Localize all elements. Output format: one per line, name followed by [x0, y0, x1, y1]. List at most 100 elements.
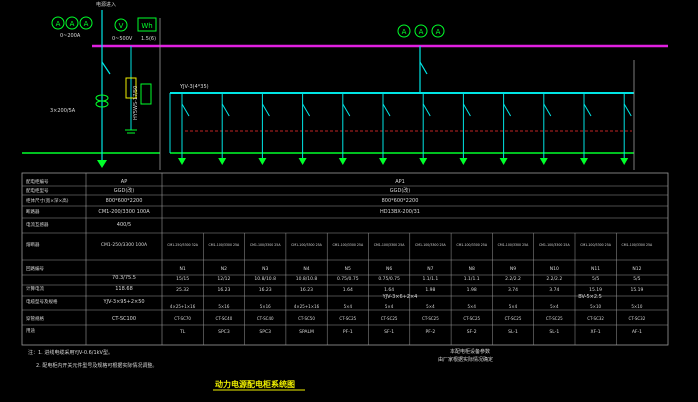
ammeter-3: [79, 16, 93, 30]
feeder-circuit: [379, 93, 391, 165]
cell-current: 1.98: [425, 287, 435, 293]
right-note-2: 由厂家根据实际情况确定: [438, 356, 493, 363]
cell-circuit: N5: [345, 266, 351, 272]
feeder-arrow: [620, 158, 629, 165]
feeder-circuit: [419, 93, 431, 165]
table-grid: [22, 185, 668, 345]
cell-cable: 5×16: [260, 304, 271, 309]
feeder-circuits: [178, 93, 632, 165]
label-cable: 电缆型号及规格: [26, 298, 58, 305]
feeder-breaker: [181, 103, 190, 117]
cell-cable: 5×16: [218, 304, 229, 309]
cell-fuse: CM1-100/3300 25A: [498, 243, 529, 247]
cell-cable: 4×25+1×16: [294, 304, 320, 309]
cell-circuit: N9: [510, 266, 516, 272]
cell-usage: PF-1: [343, 329, 353, 335]
incoming-switch: [101, 61, 111, 75]
feeder-arrow: [338, 158, 347, 165]
feeder-arrow: [298, 158, 307, 165]
cell-fuse: CM1-100/3300 25A: [250, 243, 281, 247]
arrester-box: [125, 77, 137, 99]
main-power: 70.3/75.5: [112, 275, 136, 281]
cell-power: 0.75/0.75: [378, 276, 400, 282]
feeder-circuit: [499, 93, 512, 165]
cell-usage: PF-2: [426, 329, 436, 335]
voltmeter-range: 0~500V: [112, 36, 133, 42]
surge-box: [140, 83, 152, 105]
table-branch-cells: CM1-250/3300 32AN115/1525.324×25+1×16CT-…: [167, 243, 653, 335]
cell-conduit: CT-SC25: [381, 316, 398, 321]
feeder-arrow: [580, 158, 588, 165]
cell-current: 15.19: [589, 287, 602, 293]
cell-current: 16.23: [217, 287, 230, 293]
feeder-breaker: [543, 103, 552, 117]
branch-ammeter-3-label: A: [436, 28, 441, 36]
feeder-breaker: [221, 103, 230, 117]
cell-circuit: N10: [550, 266, 559, 272]
label-conduit: 穿管规格: [26, 315, 44, 322]
feeder-arrow: [258, 158, 267, 165]
main-fuse: CM1-250/3300 100A: [101, 242, 148, 248]
cell-cable: 5×4: [509, 304, 518, 309]
cell-fuse: CM1-100/3300 25A: [332, 243, 363, 247]
cell-cable: 5×4: [426, 304, 435, 309]
cell-circuit: N3: [262, 266, 268, 272]
cell-conduit: CT-SC25: [546, 316, 563, 321]
feeder-arrow: [459, 158, 468, 165]
feeder-circuit: [298, 93, 311, 165]
label-usage: 用途: [26, 327, 35, 334]
cell-current: 15.19: [630, 287, 643, 293]
cell-conduit: CT-SC25: [463, 316, 480, 321]
cell-cable: 5×10: [631, 304, 642, 309]
cell-fuse: CM1-100/3300 25A: [622, 243, 653, 247]
label-circuit-no: 回路编号: [26, 265, 44, 272]
branch-ammeter-1-label: A: [402, 28, 407, 36]
arrester-label: HY5WS-17/50: [133, 86, 139, 120]
cell-current: 25.32: [176, 287, 189, 293]
cell-fuse: CM1-100/3300 25A: [374, 243, 405, 247]
branch-ammeter-2: [414, 24, 428, 38]
feeder-circuit: [620, 93, 632, 165]
cell-power: 1.1/1.1: [464, 276, 480, 282]
cell-usage: SF-1: [384, 329, 394, 335]
cell-power: 5/5: [592, 276, 599, 282]
cell-power: 1.1/1.1: [422, 276, 438, 282]
kwh-meter-label: Wh: [141, 22, 152, 30]
feeder-circuit: [539, 93, 552, 165]
cell-usage: SPC3: [259, 329, 271, 335]
cell-circuit: N1: [179, 266, 185, 272]
cell-circuit: N11: [591, 266, 600, 272]
cell-conduit: CT-SC40: [257, 316, 274, 321]
branch-ammeter-3: [431, 24, 445, 38]
cable-group-label: YJV-3×6+2×4: [382, 294, 418, 300]
ammeter-1: [51, 16, 65, 30]
feeder-circuit: [459, 93, 471, 165]
cell-usage: SL-1: [508, 329, 518, 335]
cell-conduit: CT-SC32: [629, 316, 646, 321]
cell-cable: 5×4: [385, 304, 394, 309]
ap1-breaker: HD13BX-200/31: [380, 209, 420, 215]
cell-conduit: CT-SC25: [422, 316, 439, 321]
label-cabinet-size: 柜体尺寸(宽×深×高): [26, 197, 69, 204]
note-1: 注：1. 进线电缆采用YJV-0.6/1kV型。: [28, 349, 113, 356]
ammeter-1-label: A: [56, 20, 61, 28]
left-meters: A A A: [51, 16, 93, 30]
cell-circuit: N7: [427, 266, 433, 272]
main-conduit: CT-SC100: [112, 316, 136, 322]
cell-power: 0.75/0.75: [337, 276, 359, 282]
right-note-1: 本配电柜设备参数: [450, 348, 490, 355]
table-row-labels: 配电柜编号 配电柜型号 柜体尺寸(宽×深×高) 断路器 电流互感器 熔断器 回路…: [26, 178, 69, 334]
cell-fuse: CM1-100/3300 25A: [456, 243, 487, 247]
cell-fuse: CM1-100/3300 25A: [580, 243, 611, 247]
cell-fuse: CM1-100/3300 25A: [539, 243, 570, 247]
feeder-switch: [419, 61, 428, 75]
cell-usage: TL: [179, 329, 186, 335]
cell-fuse: CM1-250/3300 32A: [167, 243, 198, 247]
cell-usage: SPALM: [299, 329, 314, 335]
label-current: 计算电流: [26, 285, 44, 292]
cell-conduit: CT-SC50: [298, 316, 315, 321]
cell-power: 12/12: [217, 276, 230, 282]
table-frame: [21, 172, 669, 346]
voltmeter-label: V: [119, 22, 124, 30]
main-cabinet-type: GGD(改): [114, 187, 135, 194]
